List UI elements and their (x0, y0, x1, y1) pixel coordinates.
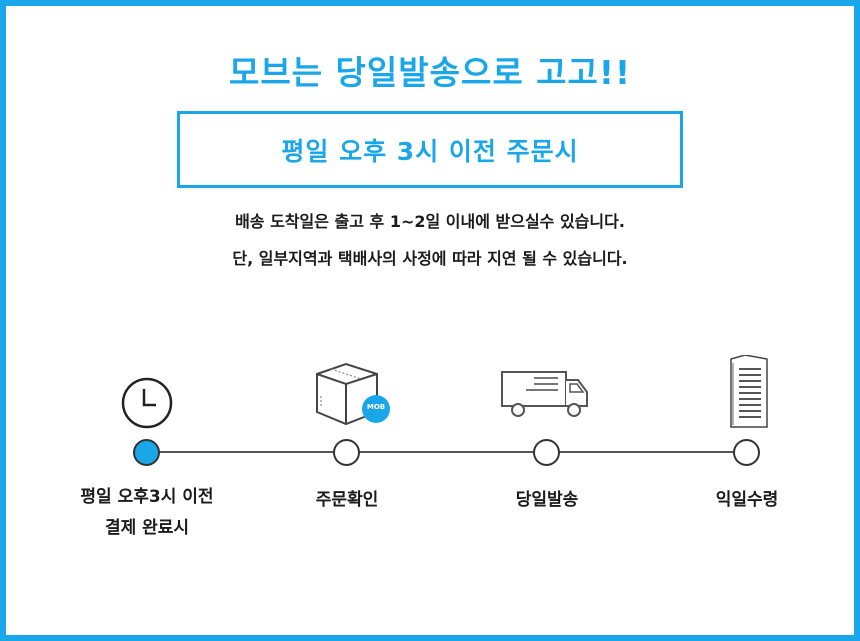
step-label-next-day-receive: 익일수령 (715, 490, 779, 510)
timeline-node-same-day-ship (533, 439, 560, 466)
delay-note: 단, 일부지역과 택배사의 사정에 따라 지연 될 수 있습니다. (232, 249, 628, 268)
brand-badge: MOB (366, 403, 386, 411)
receipt-document-icon (725, 354, 773, 435)
package-box-icon: MOB (313, 360, 393, 434)
delivery-truck-icon (498, 366, 590, 426)
step-label-payment: 평일 오후3시 이전 결제 완료시 (47, 482, 247, 544)
timeline-node-order-confirm (333, 439, 360, 466)
page-title: 모브는 당일발송으로 고고!! (228, 53, 632, 92)
subtitle-box: 평일 오후 3시 이전 주문시 (177, 111, 683, 188)
timeline-node-next-day-receive (733, 439, 760, 466)
clock-icon (119, 375, 175, 435)
step-label-line2: 결제 완료시 (104, 518, 190, 538)
timeline-node-payment (133, 439, 160, 466)
step-label-order-confirm: 주문확인 (315, 490, 379, 510)
step-label-line1: 평일 오후3시 이전 (80, 487, 214, 507)
subtitle-text: 평일 오후 3시 이전 주문시 (281, 136, 579, 166)
step-label-same-day-ship: 당일발송 (515, 490, 579, 510)
delivery-note: 배송 도착일은 출고 후 1~2일 이내에 받으실수 있습니다. (235, 212, 625, 231)
timeline-line (147, 451, 747, 453)
